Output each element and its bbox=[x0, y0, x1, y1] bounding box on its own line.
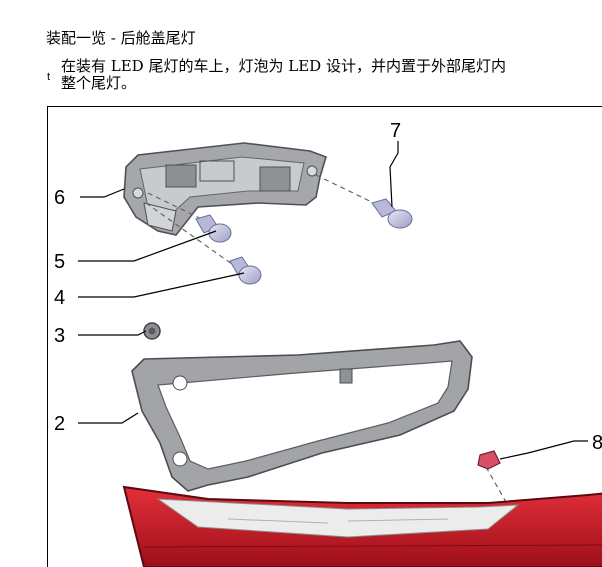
seal-frame-part bbox=[131, 340, 473, 492]
page-title: 装配一览 - 后舱盖尾灯 bbox=[46, 29, 196, 47]
callout-4: 4 bbox=[54, 287, 65, 309]
note-marker: t bbox=[47, 71, 51, 83]
bulb-carrier-part bbox=[123, 142, 327, 236]
callout-6: 6 bbox=[54, 187, 65, 209]
callout-5: 5 bbox=[54, 251, 65, 273]
bulb-part-4 bbox=[229, 256, 262, 285]
note-line-1: 在装有 LED 尾灯的车上，灯泡为 LED 设计，并内置于外部尾灯内 bbox=[61, 57, 506, 75]
note-line-2: 整个尾灯。 bbox=[61, 74, 137, 92]
callout-3: 3 bbox=[54, 325, 65, 347]
note-text: 在装有 LED 尾灯的车上，灯泡为 LED 设计，并内置于外部尾灯内 整个尾灯。 bbox=[61, 58, 506, 92]
bulb-part-7 bbox=[371, 198, 413, 229]
grommet-part bbox=[143, 322, 161, 340]
callout-8: 8 bbox=[592, 432, 602, 454]
assembly-diagram: 6 5 4 3 2 7 8 bbox=[47, 106, 602, 567]
callout-2: 2 bbox=[54, 413, 65, 435]
leader-lines bbox=[78, 141, 588, 460]
tail-light-lens bbox=[122, 485, 602, 567]
callout-7: 7 bbox=[390, 120, 401, 142]
bulb-part-5 bbox=[195, 214, 232, 243]
clip-nut-part bbox=[477, 450, 501, 470]
assembly-illustration: 6 5 4 3 2 7 8 bbox=[54, 120, 602, 567]
